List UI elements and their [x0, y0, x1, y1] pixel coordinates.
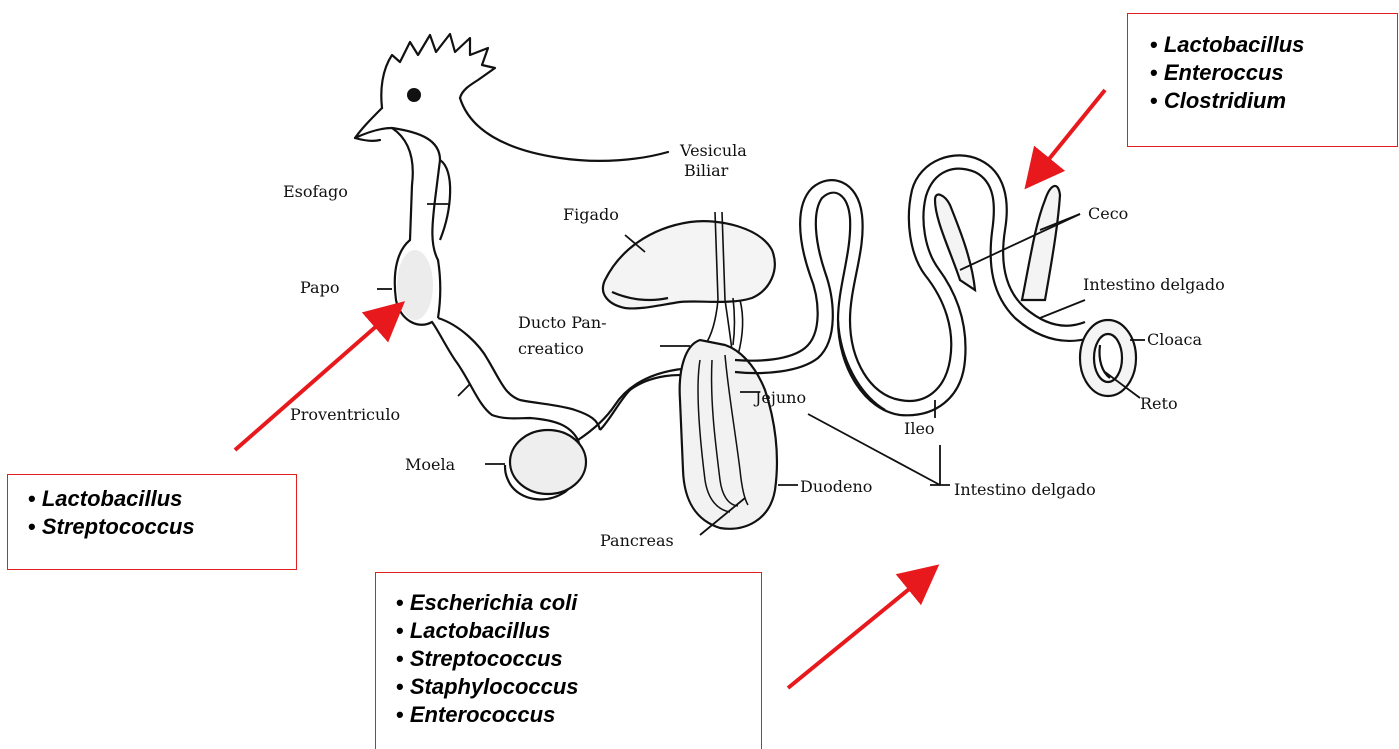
ceca-bacteria-item: Lactobacillus	[1150, 31, 1397, 59]
ceca-bacteria-item: Clostridium	[1150, 87, 1397, 115]
ceca-bacteria-box: Lactobacillus Enteroccus Clostridium	[1127, 13, 1398, 147]
intestine-bacteria-item: Enterococcus	[396, 701, 761, 729]
label-cloaca: Cloaca	[1147, 330, 1202, 350]
ceca-bacteria-item: Enteroccus	[1150, 59, 1397, 87]
label-papo: Papo	[300, 278, 339, 298]
label-vesicula-line2: Biliar	[684, 161, 728, 181]
label-ducto-line2: creatico	[518, 339, 584, 359]
intestine-bacteria-item: Staphylococcus	[396, 673, 761, 701]
label-jejuno: Jejuno	[755, 388, 806, 408]
label-vesicula-line1: Vesicula	[680, 141, 747, 161]
ceca-bacteria-list: Lactobacillus Enteroccus Clostridium	[1150, 31, 1397, 115]
label-moela: Moela	[405, 455, 455, 475]
intestine-bacteria-item: Lactobacillus	[396, 617, 761, 645]
chicken-head	[355, 34, 668, 161]
label-ceco: Ceco	[1088, 204, 1128, 224]
intestine-bacteria-item: Escherichia coli	[396, 589, 761, 617]
gizzard-fill	[510, 430, 586, 494]
cloaca	[1080, 320, 1136, 396]
ceca	[935, 186, 1060, 300]
label-duodeno: Duodeno	[800, 477, 872, 497]
label-ileo: Ileo	[904, 419, 935, 439]
crop-bacteria-item: Lactobacillus	[28, 485, 296, 513]
intestine-bacteria-item: Streptococcus	[396, 645, 761, 673]
arrow-to-ceca	[1032, 90, 1105, 180]
label-esofago: Esofago	[283, 182, 348, 202]
label-intestino-delgado-right: Intestino delgado	[1083, 275, 1225, 295]
label-proventriculo: Proventriculo	[290, 405, 400, 425]
intestine-bacteria-box: Escherichia coli Lactobacillus Streptoco…	[375, 572, 762, 749]
crop-bacteria-list: Lactobacillus Streptococcus	[28, 485, 296, 541]
label-ducto-line1: Ducto Pan-	[518, 313, 607, 333]
arrow-to-intestine	[788, 572, 930, 688]
chicken-eye	[407, 88, 421, 102]
arrow-to-crop	[235, 309, 396, 450]
label-pancreas: Pancreas	[600, 531, 674, 551]
label-reto: Reto	[1140, 394, 1178, 414]
crop-bacteria-box: Lactobacillus Streptococcus	[7, 474, 297, 570]
liver	[603, 221, 775, 308]
crop-fill	[397, 250, 433, 320]
crop-bacteria-item: Streptococcus	[28, 513, 296, 541]
label-figado: Figado	[563, 205, 619, 225]
intestine-bacteria-list: Escherichia coli Lactobacillus Streptoco…	[396, 589, 761, 729]
label-intestino-delgado-bottom: Intestino delgado	[954, 480, 1096, 500]
